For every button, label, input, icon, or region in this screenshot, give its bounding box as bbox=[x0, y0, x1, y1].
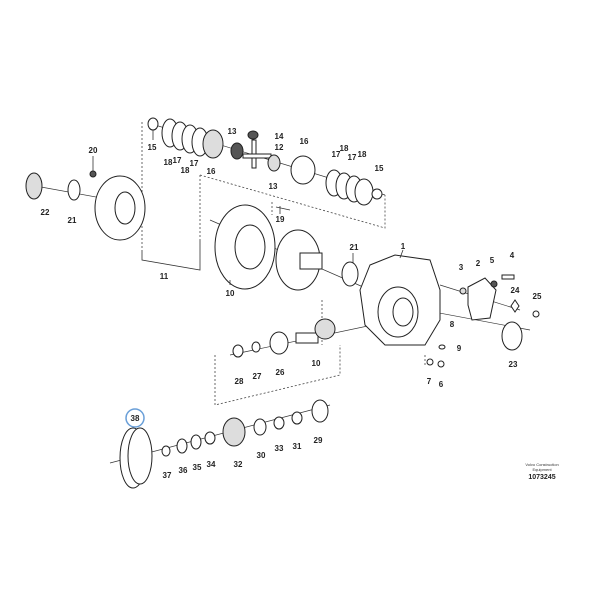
label-36[interactable]: 36 bbox=[179, 466, 188, 475]
label-17[interactable]: 17 bbox=[348, 153, 357, 162]
label-2[interactable]: 2 bbox=[476, 259, 481, 268]
label-26[interactable]: 26 bbox=[276, 368, 285, 377]
bottom-parts bbox=[119, 399, 329, 489]
label-22[interactable]: 22 bbox=[41, 208, 50, 217]
pinion-parts bbox=[232, 318, 336, 358]
label-18[interactable]: 18 bbox=[181, 166, 190, 175]
label-19[interactable]: 19 bbox=[276, 215, 285, 224]
label-4[interactable]: 4 bbox=[510, 251, 515, 260]
label-33[interactable]: 33 bbox=[275, 444, 284, 453]
label-25[interactable]: 25 bbox=[533, 292, 542, 301]
label-16[interactable]: 16 bbox=[207, 167, 216, 176]
label-7[interactable]: 7 bbox=[427, 377, 432, 386]
part-labels: 15 18 17 18 17 16 13 14 12 13 16 17 18 1… bbox=[41, 127, 542, 480]
watermark-line2: Equipment bbox=[532, 467, 552, 472]
label-11[interactable]: 11 bbox=[160, 272, 169, 281]
label-38[interactable]: 38 bbox=[131, 414, 140, 423]
label-35[interactable]: 35 bbox=[193, 463, 202, 472]
label-21[interactable]: 21 bbox=[350, 243, 359, 252]
label-12[interactable]: 12 bbox=[275, 143, 284, 152]
label-27[interactable]: 27 bbox=[253, 372, 262, 381]
watermark-line1: Volvo Construction bbox=[525, 462, 558, 467]
differential-parts bbox=[25, 117, 383, 291]
label-28[interactable]: 28 bbox=[235, 377, 244, 386]
label-31[interactable]: 31 bbox=[293, 442, 302, 451]
label-17[interactable]: 17 bbox=[332, 150, 341, 159]
label-10[interactable]: 10 bbox=[226, 289, 235, 298]
label-37[interactable]: 37 bbox=[163, 471, 172, 480]
highlight-ring bbox=[125, 408, 145, 428]
label-24[interactable]: 24 bbox=[511, 286, 520, 295]
label-29[interactable]: 29 bbox=[314, 436, 323, 445]
label-18[interactable]: 18 bbox=[164, 158, 173, 167]
label-18[interactable]: 18 bbox=[340, 144, 349, 153]
label-18[interactable]: 18 bbox=[358, 150, 367, 159]
label-15[interactable]: 15 bbox=[375, 164, 384, 173]
leader-lines bbox=[92, 130, 404, 285]
label-17[interactable]: 17 bbox=[173, 156, 182, 165]
label-13[interactable]: 13 bbox=[228, 127, 237, 136]
label-10[interactable]: 10 bbox=[312, 359, 321, 368]
label-34[interactable]: 34 bbox=[207, 460, 216, 469]
label-30[interactable]: 30 bbox=[257, 451, 266, 460]
label-1[interactable]: 1 bbox=[401, 242, 406, 251]
label-32[interactable]: 32 bbox=[234, 460, 243, 469]
drawing-number: 1073245 bbox=[528, 474, 555, 481]
label-17[interactable]: 17 bbox=[190, 159, 199, 168]
label-16[interactable]: 16 bbox=[300, 137, 309, 146]
label-3[interactable]: 3 bbox=[459, 263, 464, 272]
label-15[interactable]: 15 bbox=[148, 143, 157, 152]
label-21[interactable]: 21 bbox=[68, 216, 77, 225]
watermark: Volvo Construction Equipment 1073245 bbox=[525, 462, 558, 481]
label-14[interactable]: 14 bbox=[275, 132, 284, 141]
assembly-axes bbox=[29, 124, 531, 464]
label-6[interactable]: 6 bbox=[439, 380, 444, 389]
axle-housing bbox=[359, 254, 540, 368]
label-20[interactable]: 20 bbox=[89, 146, 98, 155]
label-23[interactable]: 23 bbox=[509, 360, 518, 369]
label-13[interactable]: 13 bbox=[269, 182, 278, 191]
label-8[interactable]: 8 bbox=[450, 320, 455, 329]
label-9[interactable]: 9 bbox=[457, 344, 462, 353]
label-5[interactable]: 5 bbox=[490, 256, 495, 265]
